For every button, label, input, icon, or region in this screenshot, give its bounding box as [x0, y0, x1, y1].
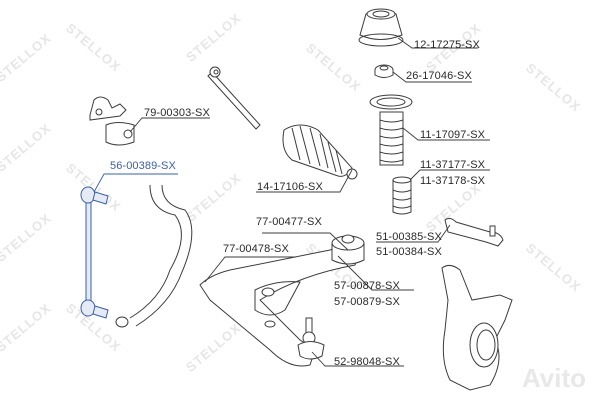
part-label-57-00878-SX[interactable]: 57-00878-SX [334, 280, 400, 292]
part-label-57-00879-SX[interactable]: 57-00879-SX [334, 296, 400, 308]
part-label-51-00385-SX[interactable]: 51-00385-SX [376, 231, 442, 243]
part-label-79-00303-SX[interactable]: 79-00303-SX [144, 107, 210, 119]
strut-mount-icon [358, 8, 404, 47]
ball-joint-icon [297, 317, 325, 360]
part-label-11-37177-SX[interactable]: 11-37177-SX [420, 159, 486, 171]
steering-knuckle-icon [441, 264, 513, 391]
avito-watermark: Avito [521, 363, 586, 393]
part-label-26-17046-SX[interactable]: 26-17046-SX [406, 70, 472, 82]
leader-lines [129, 37, 490, 367]
steering-boot-icon [282, 124, 358, 180]
bump-stop-icon [392, 176, 412, 215]
part-label-77-00478-SX[interactable]: 77-00478-SX [223, 243, 289, 255]
control-arm-icon [199, 247, 361, 367]
arm-bushing-icon [331, 234, 365, 265]
part-label-52-98048-SX[interactable]: 52-98048-SX [334, 356, 400, 368]
dust-boot-icon [369, 94, 413, 166]
bearing-icon [374, 64, 394, 78]
stabilizer-bushing-icon [89, 96, 135, 146]
highlight-leader-line [93, 173, 178, 193]
tie-rod-end-icon [444, 217, 504, 247]
part-label-56-00389-SX[interactable]: 56-00389-SX [110, 160, 176, 172]
part-label-14-17106-SX[interactable]: 14-17106-SX [257, 181, 323, 193]
inner-tie-rod-icon [207, 66, 261, 130]
part-label-11-37178-SX[interactable]: 11-37178-SX [420, 175, 486, 187]
stabilizer-bar-icon [115, 184, 193, 328]
part-label-51-00384-SX[interactable]: 51-00384-SX [376, 246, 442, 258]
part-label-12-17275-SX[interactable]: 12-17275-SX [414, 39, 480, 51]
part-label-77-00477-SX[interactable]: 77-00477-SX [256, 216, 322, 228]
part-label-11-17097-SX[interactable]: 11-17097-SX [420, 129, 486, 141]
stabilizer-link-icon [80, 186, 109, 319]
